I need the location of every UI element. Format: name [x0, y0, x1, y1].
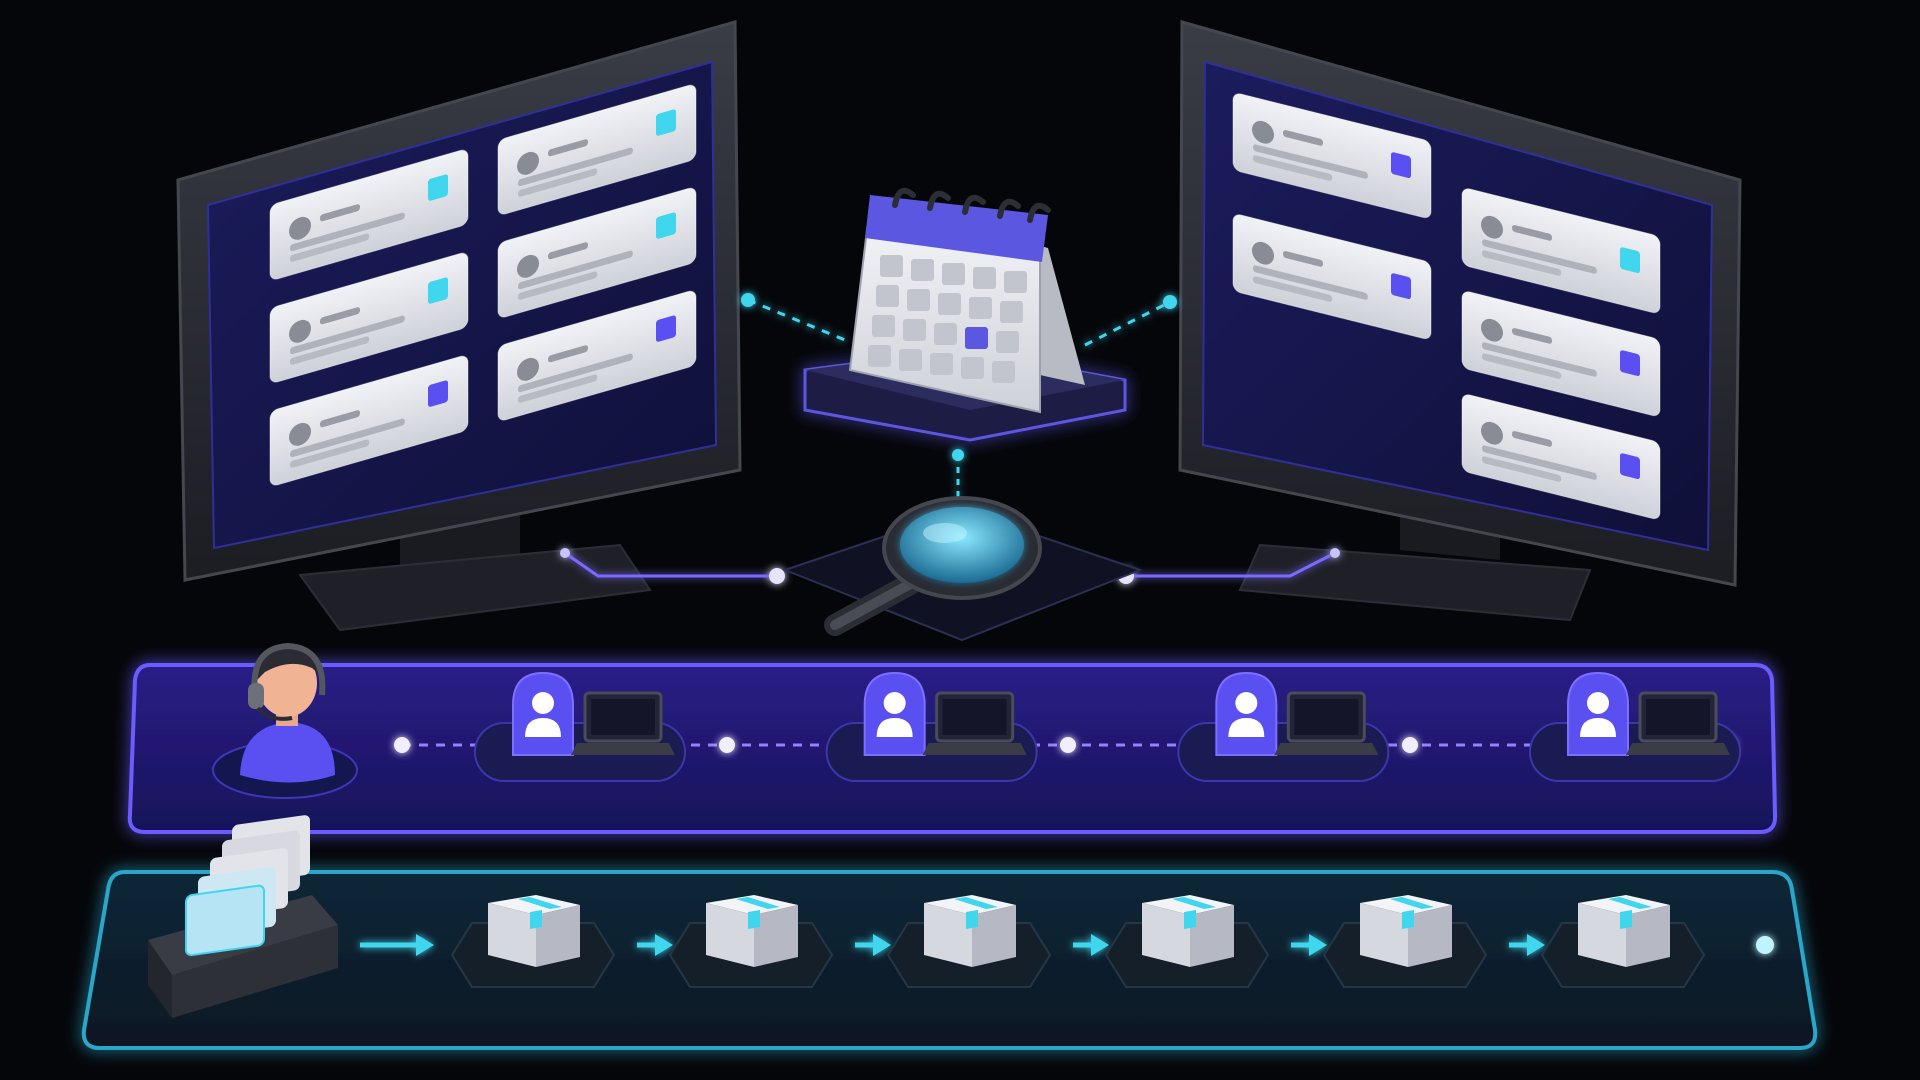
calendar-day: [969, 297, 992, 319]
status-badge: [428, 380, 448, 407]
ticket-card: [1461, 291, 1661, 417]
user-icon: [1215, 671, 1278, 756]
agent-station: [1529, 671, 1741, 782]
avatar: [1481, 318, 1503, 342]
package-box-icon: [1104, 895, 1270, 988]
status-badge: [656, 109, 676, 136]
upper-connectors: [560, 293, 1340, 584]
status-badge: [1620, 453, 1640, 480]
calendar-day: [911, 259, 934, 281]
pipeline-lane: [81, 815, 1818, 1050]
left-monitor: [176, 20, 742, 632]
calendar-grid: [868, 255, 1027, 383]
calendar-day: [880, 255, 903, 277]
right-monitor-cards: [1232, 93, 1661, 520]
agent-station: [825, 671, 1038, 782]
status-badge: [428, 174, 448, 201]
ticket-card: [1461, 188, 1661, 314]
calendar-day-highlighted: [965, 327, 988, 349]
track-node: [719, 737, 735, 753]
track-node: [394, 737, 410, 753]
headset-agent-icon: [212, 642, 358, 799]
calendar-day: [872, 315, 895, 337]
avatar: [289, 422, 311, 446]
ticket-card: [269, 355, 469, 486]
right-monitor: [1178, 20, 1742, 622]
calendar-day: [961, 357, 984, 379]
track-node: [1060, 737, 1076, 753]
package-box-icon: [450, 895, 616, 988]
calendar-day: [938, 293, 961, 315]
ticket-card: [497, 290, 697, 421]
ticket-card: [1461, 394, 1661, 520]
status-badge: [1391, 273, 1411, 300]
agent-station: [1177, 671, 1390, 782]
calendar-day: [930, 353, 953, 375]
calendar-day: [942, 263, 965, 285]
status-badge: [1620, 350, 1640, 377]
arrow-right-icon: [1073, 934, 1109, 956]
avatar: [1481, 215, 1503, 239]
agent-lane: [127, 642, 1778, 834]
calendar-day: [907, 289, 930, 311]
avatar: [289, 216, 311, 240]
calendar-day: [1004, 271, 1027, 293]
calendar-day: [868, 345, 891, 367]
package-box-icon: [1322, 895, 1488, 988]
status-badge: [428, 277, 448, 304]
calendar-day: [1000, 301, 1023, 323]
avatar: [517, 151, 539, 175]
magnifying-glass-icon: [782, 496, 1143, 642]
user-icon: [1567, 671, 1629, 756]
calendar-icon: [803, 187, 1127, 442]
laptop-icon: [1626, 691, 1730, 755]
status-badge: [656, 315, 676, 342]
arrow-right-icon: [360, 934, 434, 956]
laptop-icon: [571, 691, 675, 755]
pipeline-packages: [360, 895, 1774, 988]
status-badge: [656, 212, 676, 239]
track-node: [1402, 737, 1418, 753]
ticket-card: [497, 84, 697, 215]
calendar-day: [876, 285, 899, 307]
avatar: [517, 357, 539, 381]
calendar-day: [899, 349, 922, 371]
ticket-card: [1232, 214, 1432, 340]
ticket-card: [1232, 93, 1432, 219]
calendar-day: [934, 323, 957, 345]
arrow-right-icon: [637, 934, 673, 956]
pipeline-end-node: [1756, 936, 1774, 954]
calendar-day: [996, 331, 1019, 353]
user-icon: [512, 671, 574, 756]
laptop-icon: [1274, 691, 1379, 755]
avatar: [517, 254, 539, 278]
calendar-day: [992, 361, 1015, 383]
avatar: [289, 319, 311, 343]
arrow-right-icon: [855, 934, 891, 956]
calendar-day: [973, 267, 996, 289]
card-file-box-icon: [148, 815, 338, 1018]
laptop-icon: [922, 691, 1027, 755]
agent-stations: [394, 671, 1741, 782]
status-badge: [1620, 247, 1640, 274]
arrow-right-icon: [1509, 934, 1545, 956]
ticket-card: [497, 187, 697, 318]
package-box-icon: [886, 895, 1052, 988]
ticket-card: [269, 252, 469, 383]
ticket-card: [269, 149, 469, 280]
user-icon: [863, 671, 926, 756]
avatar: [1252, 120, 1274, 144]
avatar: [1252, 241, 1274, 265]
avatar: [1481, 421, 1503, 445]
left-monitor-cards: [269, 84, 697, 486]
agent-station: [474, 671, 686, 782]
calendar-day: [903, 319, 926, 341]
package-box-icon: [668, 895, 834, 988]
arrow-right-icon: [1291, 934, 1327, 956]
status-badge: [1391, 152, 1411, 179]
package-box-icon: [1540, 895, 1706, 988]
